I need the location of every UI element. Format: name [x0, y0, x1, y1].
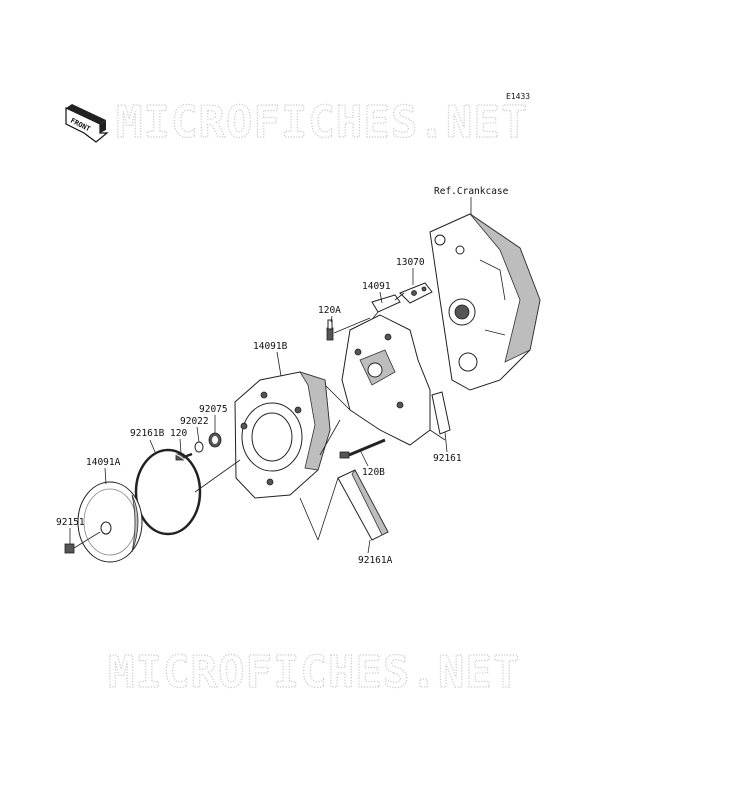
part-92161-gasket	[431, 391, 451, 435]
label-14091A: 14091A	[86, 457, 121, 468]
label-13070: 13070	[396, 257, 425, 268]
label-92161A: 92161A	[358, 555, 393, 566]
label-120A: 120A	[318, 305, 341, 316]
watermark-top: MICROFICHES.NET	[116, 97, 528, 148]
part-14091A-disc	[77, 481, 143, 563]
label-120: 120	[170, 428, 187, 439]
part-92022-washer	[194, 441, 204, 453]
mounting-plate-part	[319, 314, 446, 446]
part-92161B-ring	[134, 448, 202, 536]
part-120B-bolt	[339, 438, 386, 459]
label-92022: 92022	[180, 416, 209, 427]
part-92151-bolt	[64, 531, 101, 554]
ref-crankcase-label: Ref.Crankcase	[434, 186, 509, 197]
label-92161: 92161	[433, 453, 462, 464]
label-92161B: 92161B	[130, 428, 165, 439]
diagram-code: E1433	[506, 92, 530, 101]
part-92075-grommet	[208, 432, 222, 448]
front-arrow-icon: FRONT	[65, 104, 109, 143]
label-120B: 120B	[362, 467, 385, 478]
label-14091B: 14091B	[253, 341, 288, 352]
part-92161A-gasket	[337, 469, 389, 541]
part-13070	[399, 282, 433, 304]
part-120A-bolt	[326, 319, 334, 341]
label-92075: 92075	[199, 404, 228, 415]
part-14091	[369, 292, 405, 323]
label-14091: 14091	[362, 281, 391, 292]
label-92151: 92151	[56, 517, 85, 528]
part-14091B-cover	[234, 371, 331, 499]
crankcase-part	[429, 213, 541, 391]
watermark-bottom: MICROFICHES.NET	[108, 647, 520, 698]
